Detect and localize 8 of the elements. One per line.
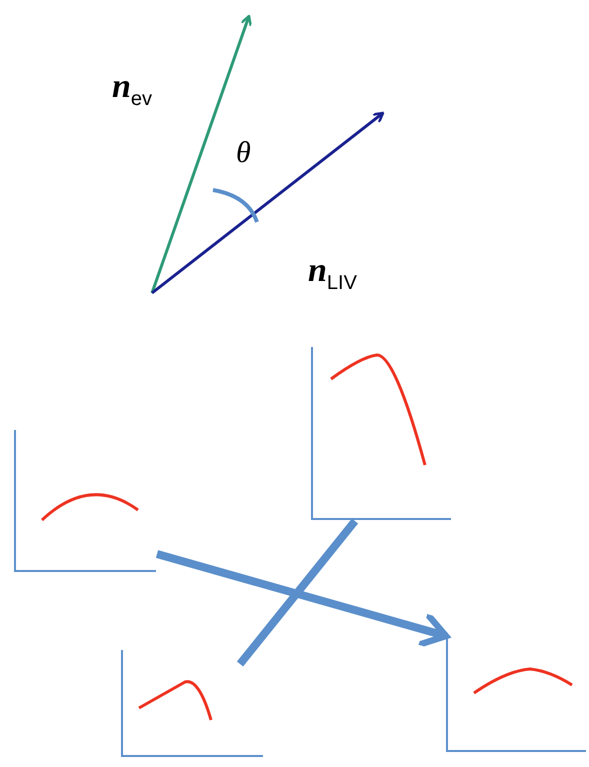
vector-label: n$_{ev}$ [112, 70, 152, 109]
arrow [156, 550, 450, 648]
vector-label: θ [236, 138, 251, 168]
line-plot-icon [14, 430, 156, 572]
line-plot-icon [311, 347, 451, 520]
line-plot-icon [121, 650, 263, 757]
vector-label: n$_{LIV}$ [308, 254, 357, 293]
line-plot-icon [446, 633, 586, 752]
